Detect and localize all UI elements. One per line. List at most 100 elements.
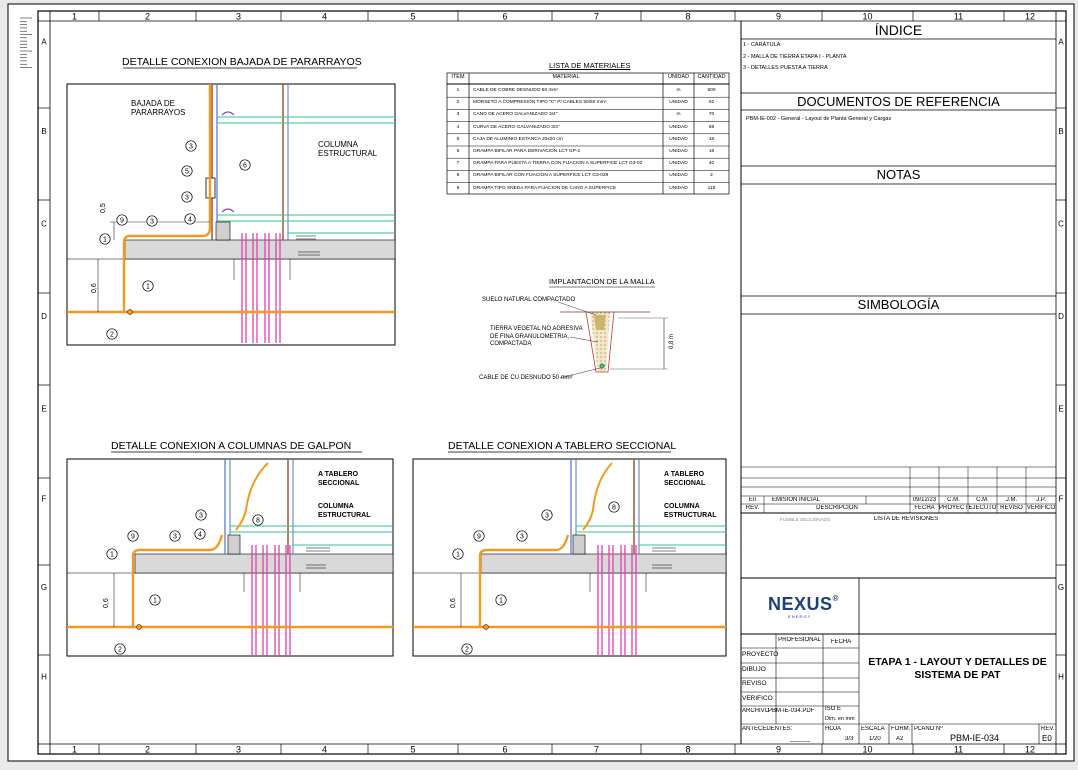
materials-cell: MORSETO A COMPRESION TIPO "C" P/ CABLES … bbox=[473, 100, 607, 106]
tb-row-label: DIBUJO bbox=[742, 665, 766, 673]
grid-col-label: 3 bbox=[236, 12, 241, 22]
materials-cell: 5 bbox=[456, 136, 460, 142]
callout-number: 1 bbox=[153, 598, 157, 605]
right-panel bbox=[740, 21, 1056, 744]
indice-item-2: 2 - MALLA DE TIERRA ETAPA I - PLANTA bbox=[743, 54, 847, 60]
callout-number: 2 bbox=[110, 332, 114, 339]
grid-row-label: F bbox=[42, 495, 47, 504]
materials-header-cell: ITEM bbox=[451, 74, 465, 80]
logo-registered-mark: ® bbox=[832, 594, 839, 603]
materials-cell: CAJA DE ALUMINIO ESTANCA 20x20 cm bbox=[473, 136, 563, 142]
grid-row-label: G bbox=[41, 583, 47, 592]
callout-number: 3 bbox=[189, 144, 193, 151]
callout-number: 9 bbox=[131, 534, 135, 541]
callout-marker: 1 bbox=[106, 548, 118, 560]
callout-number: 3 bbox=[520, 534, 524, 541]
callout-marker: 3 bbox=[541, 509, 553, 521]
revision-header-cell: VERIFICO bbox=[1026, 505, 1056, 511]
label-tablero-line1: A TABLERO bbox=[664, 471, 705, 478]
callout-marker: 5 bbox=[181, 165, 193, 177]
grid-row-label: F bbox=[1059, 495, 1064, 504]
grid-col-label: 11 bbox=[954, 12, 963, 22]
callout-marker: 3 bbox=[185, 140, 197, 152]
callout-number: 3 bbox=[185, 195, 189, 202]
docs-title: DOCUMENTOS DE REFERENCIA bbox=[797, 94, 1000, 109]
callout-marker: 9 bbox=[473, 530, 485, 542]
grid-col-label: 3 bbox=[236, 745, 241, 755]
callout-marker: 3 bbox=[516, 530, 528, 542]
materials-cell: m bbox=[676, 112, 681, 118]
callout-number: 1 bbox=[499, 598, 503, 605]
grid-row-label: C bbox=[41, 220, 47, 229]
detail-2-drawing bbox=[66, 451, 394, 657]
callout-marker: 8 bbox=[608, 501, 620, 513]
callout-number: 4 bbox=[198, 532, 202, 539]
tb-antecedentes-line: ______ bbox=[790, 736, 811, 742]
materials-cell: 2 bbox=[456, 100, 460, 106]
grid-row-label: G bbox=[1058, 583, 1064, 592]
detail-3-drawing bbox=[412, 451, 727, 657]
grid-col-label: 1 bbox=[72, 12, 77, 22]
materials-cell: GRAMPA BIFILAR PARA DERIVACION LCT GP-2 bbox=[473, 149, 581, 154]
tb-antecedentes: ANTECEDENTES: bbox=[742, 726, 793, 732]
revision-cell: E0 bbox=[748, 497, 757, 503]
label-tierra-line3: COMPACTADA bbox=[490, 341, 532, 347]
callout-number: 4 bbox=[188, 217, 192, 224]
detail-1-dim-05: 0,5 bbox=[100, 203, 107, 213]
materials-cell: 40 bbox=[708, 161, 715, 167]
materials-cell: 68 bbox=[708, 124, 715, 130]
tb-row-label: PROYECTO bbox=[742, 651, 779, 658]
indice-title: ÍNDICE bbox=[874, 22, 923, 38]
callout-number: 1 bbox=[110, 552, 114, 559]
drawing-title-line2: SISTEMA DE PAT bbox=[914, 669, 1001, 681]
materials-cell: 4 bbox=[456, 124, 460, 130]
materials-cell: UNIDAD bbox=[669, 136, 688, 142]
materials-cell: 8 bbox=[456, 173, 460, 179]
tb-escala-value: 1/20 bbox=[869, 736, 881, 742]
callout-marker: 6 bbox=[239, 159, 251, 171]
materials-cell: 500 bbox=[707, 88, 716, 93]
malla-dim: 0,8 m bbox=[669, 333, 675, 349]
callout-number: 1 bbox=[146, 284, 150, 291]
malla-title: IMPLANTACION DE LA MALLA bbox=[549, 277, 655, 286]
materials-cell: UNIDAD bbox=[669, 161, 688, 167]
label-columna-line2: ESTRUCTURAL bbox=[318, 512, 371, 519]
materials-title: LISTA DE MATERIALES bbox=[549, 61, 631, 70]
materials-cell: GRAMPA TIPO SNEDA PARA FIJACION DE CAÑO … bbox=[473, 185, 617, 191]
simbologia-title: SIMBOLOGÍA bbox=[857, 297, 940, 312]
grid-col-label: 5 bbox=[410, 745, 415, 755]
grid-row-label: H bbox=[1058, 673, 1064, 682]
tb-row-label: VERIFICO bbox=[742, 694, 773, 702]
tb-plano-label: PLANO Nº bbox=[914, 726, 943, 732]
drawing-title-line1: ETAPA 1 - LAYOUT Y DETALLES DE bbox=[868, 656, 1047, 668]
grid-col-label: 8 bbox=[685, 12, 690, 22]
grid-col-label: 1 bbox=[72, 745, 77, 755]
callout-marker: 1 bbox=[99, 233, 111, 245]
label-tablero-line2: SECCIONAL bbox=[664, 480, 706, 487]
callout-number: 1 bbox=[103, 237, 107, 244]
grid-col-label: 9 bbox=[776, 12, 781, 22]
detail-1-title: DETALLE CONEXION BAJADA DE PARARRAYOS bbox=[122, 56, 362, 68]
tb-hoja-value: 3/3 bbox=[845, 736, 854, 742]
grid-col-label: 5 bbox=[410, 12, 415, 22]
detail-2-dim-06: 0,6 bbox=[103, 598, 110, 608]
materials-cell: 118 bbox=[707, 185, 716, 191]
callout-number: 8 bbox=[612, 505, 616, 512]
materials-cell: CABLE DE COBRE DESNUDO 50 mm² bbox=[473, 88, 559, 93]
revision-cell: EMISIÓN INICIAL bbox=[772, 497, 821, 503]
materials-cell: 70 bbox=[708, 112, 715, 118]
detail-1-dim-06: 0,6 bbox=[91, 283, 98, 293]
materials-cell: 1 bbox=[456, 88, 460, 93]
indice-item-1: 1 - CARÁTULA bbox=[743, 42, 781, 48]
indice-item-3: 3 - DETALLES PUESTA A TIERRA bbox=[743, 65, 828, 71]
grid-col-label: 8 bbox=[685, 745, 690, 755]
